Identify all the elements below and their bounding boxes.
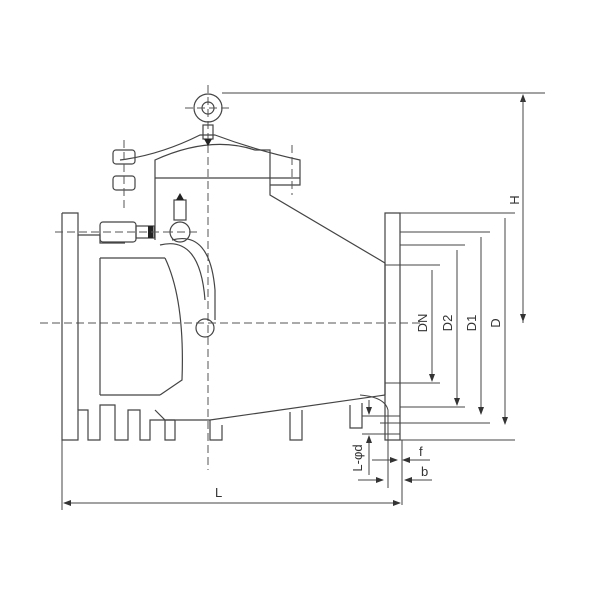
label-D2: D2 [440,315,455,332]
dimension-f: f [372,444,430,463]
dimension-bolt-holes: L-φd [350,394,400,488]
label-H: H [507,195,522,204]
label-b: b [421,464,428,479]
dimension-L: L [61,440,401,510]
label-DN: DN [415,314,430,333]
dimension-DN: DN [385,264,440,384]
label-bolt-holes: L-φd [350,444,365,471]
label-L: L [215,485,222,500]
dimension-b: b [358,464,432,483]
label-D1: D1 [464,315,479,332]
dimension-D: D [400,212,515,441]
label-D: D [488,318,503,327]
dimension-H: H [222,92,545,323]
valve-body [55,93,401,441]
dimension-D1: D1 [380,231,490,424]
label-f: f [419,444,423,459]
dimension-D2: D2 [400,244,465,408]
